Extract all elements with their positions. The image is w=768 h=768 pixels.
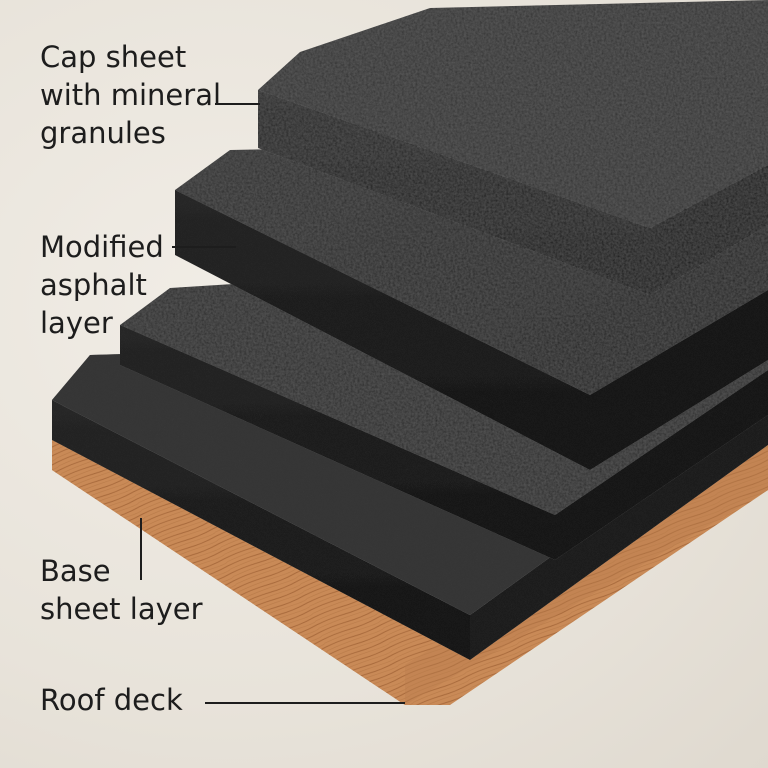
cap-sheet-slab <box>258 0 768 295</box>
label-base-sheet: Base sheet layer <box>40 554 203 626</box>
label-modified-asphalt: Modified asphalt layer <box>40 230 164 340</box>
label-cap-sheet: Cap sheet with mineral granules <box>40 40 222 150</box>
leader-line-base-sheet <box>140 518 142 580</box>
leader-line-roof-deck <box>205 702 405 704</box>
leader-line-cap-sheet <box>215 103 260 105</box>
label-roof-deck: Roof deck <box>40 683 183 717</box>
leader-line-modified-asphalt <box>172 246 236 248</box>
